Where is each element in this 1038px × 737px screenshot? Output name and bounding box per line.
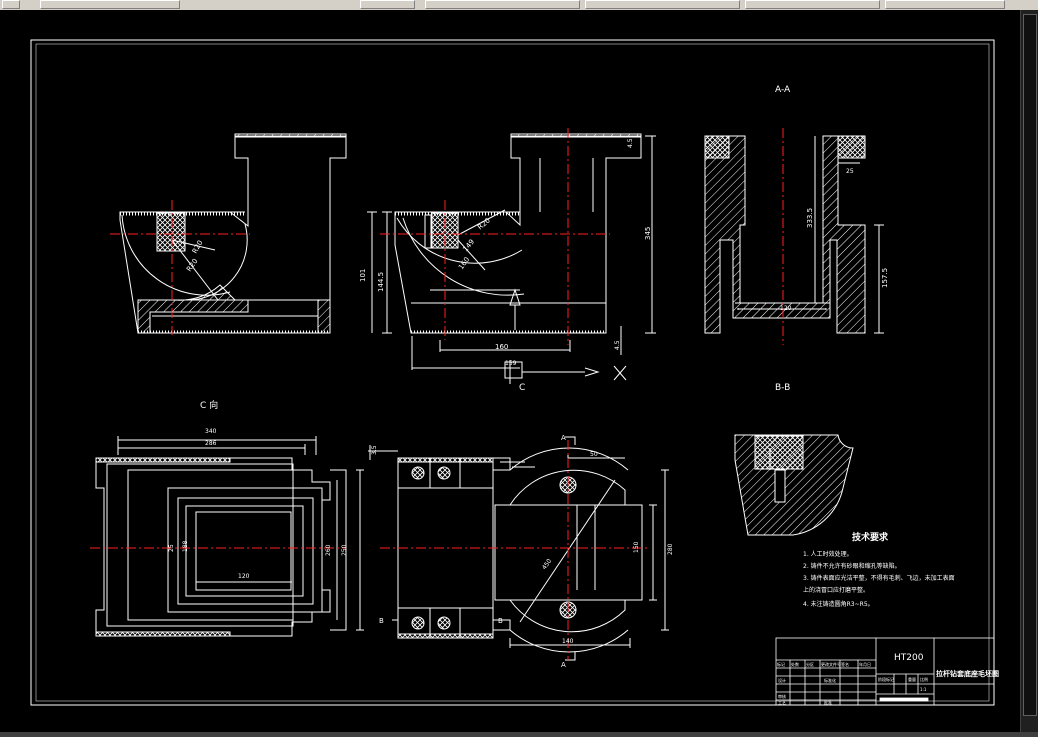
- plotstyle-dropdown[interactable]: [745, 0, 880, 9]
- tb-approve: 批准: [824, 699, 832, 705]
- tb-count: 处数: [791, 661, 799, 667]
- view-section-bb: [734, 434, 854, 536]
- view-left-section: [119, 133, 347, 334]
- linetype-dropdown[interactable]: [425, 0, 580, 9]
- dim-260: 260: [325, 544, 332, 556]
- center-lines-left: [110, 200, 250, 335]
- dim-4-5-top: 4.5: [627, 138, 634, 148]
- tb-scale-label: 比例: [920, 676, 928, 682]
- notes-title: 技术要求: [852, 531, 889, 543]
- scroll-thumb[interactable]: [1023, 14, 1037, 716]
- tb-scale: 1:1: [920, 687, 927, 692]
- dim-4-5: 4.5: [614, 340, 621, 350]
- dim-345: 345: [644, 227, 652, 240]
- dim-250: 250: [341, 544, 348, 556]
- view-c: [95, 436, 364, 637]
- material: HT200: [894, 653, 924, 663]
- note-3: 3. 铸件表面应光洁平整，不得有毛刺、飞边，未加工表面: [803, 574, 955, 582]
- tb-process: 工艺: [778, 700, 786, 705]
- note-2: 2. 铸件不允许有砂眼和缩孔等缺陷。: [803, 562, 901, 570]
- inner-border: [35, 43, 990, 702]
- section-aa-label: A-A: [775, 85, 791, 95]
- center-lines-front: [380, 128, 610, 345]
- title-block: [775, 637, 995, 706]
- dim-286: 286: [205, 440, 217, 447]
- dim-188-c: 188: [182, 540, 189, 552]
- tb-weight: 重量: [908, 676, 916, 682]
- view-top: [368, 436, 669, 661]
- layer-tools[interactable]: [360, 0, 415, 9]
- tb-stage: 阶段标记: [878, 676, 894, 682]
- note-3b: 上的浇冒口应打磨平整。: [803, 586, 869, 594]
- dim-120-c: 120: [238, 573, 250, 580]
- horizontal-scrollbar[interactable]: [0, 732, 1038, 737]
- drawing-name: 拉杆钻套底座毛坯图: [936, 669, 999, 678]
- tb-checker: 审核: [778, 693, 786, 699]
- view-front: [367, 133, 656, 384]
- dim-140: 140: [562, 638, 574, 645]
- view-section-aa: [704, 135, 884, 334]
- vertical-scrollbar[interactable]: [1020, 10, 1038, 732]
- dim-159: 159: [505, 360, 517, 367]
- section-bb-label: B-B: [775, 383, 790, 393]
- tb-mark: 标记: [777, 661, 785, 667]
- dim-333: 333.5: [806, 208, 814, 228]
- tb-change: 更改文件号: [821, 661, 841, 667]
- cad-drawing: R20 R20 101 144.5 345 4.5 4: [30, 39, 999, 706]
- dim-157: 157.5: [881, 268, 889, 288]
- cut-b-left: B: [379, 617, 384, 625]
- outer-border: [30, 39, 995, 706]
- cut-a-bottom: A: [561, 661, 566, 669]
- color-dropdown[interactable]: [885, 0, 1005, 9]
- dim-149: 149: [461, 238, 476, 253]
- dim-120-aa: 120: [780, 305, 792, 312]
- dim-150: 150: [633, 541, 640, 553]
- dim-25-c: 25: [168, 544, 175, 552]
- tb-sign: 签名: [841, 661, 849, 667]
- tb-standard: 标准化: [824, 677, 836, 683]
- tb-designer: 设计: [778, 677, 786, 683]
- dim-450: 450: [541, 558, 553, 572]
- dim-280: 280: [667, 543, 674, 555]
- tb-date: 年月日: [859, 661, 871, 667]
- drawing-canvas[interactable]: R20 R20 101 144.5 345 4.5 4: [0, 10, 1020, 732]
- arrow-c-label: C: [519, 383, 525, 393]
- cut-b-right: B: [498, 617, 503, 625]
- dim-160-a: 160: [495, 343, 508, 351]
- center-lines-top: [380, 440, 650, 660]
- layer-toolbar[interactable]: [40, 0, 180, 9]
- menu-button[interactable]: [2, 0, 20, 9]
- dim-101: 101: [359, 269, 367, 282]
- view-c-label: C 向: [200, 399, 218, 411]
- note-1: 1. 人工时效处理。: [803, 550, 853, 558]
- lineweight-dropdown[interactable]: [585, 0, 740, 9]
- dim-50: 50: [590, 451, 598, 458]
- cut-a-top: A: [561, 434, 566, 442]
- dim-25-aa: 25: [846, 168, 854, 175]
- note-4: 4. 未注铸造圆角R3~R5。: [803, 600, 874, 608]
- dim-3-5: 3.5: [371, 445, 378, 455]
- dim-340: 340: [205, 428, 217, 435]
- tb-zone: 分区: [806, 661, 814, 667]
- dim-144: 144.5: [377, 272, 385, 292]
